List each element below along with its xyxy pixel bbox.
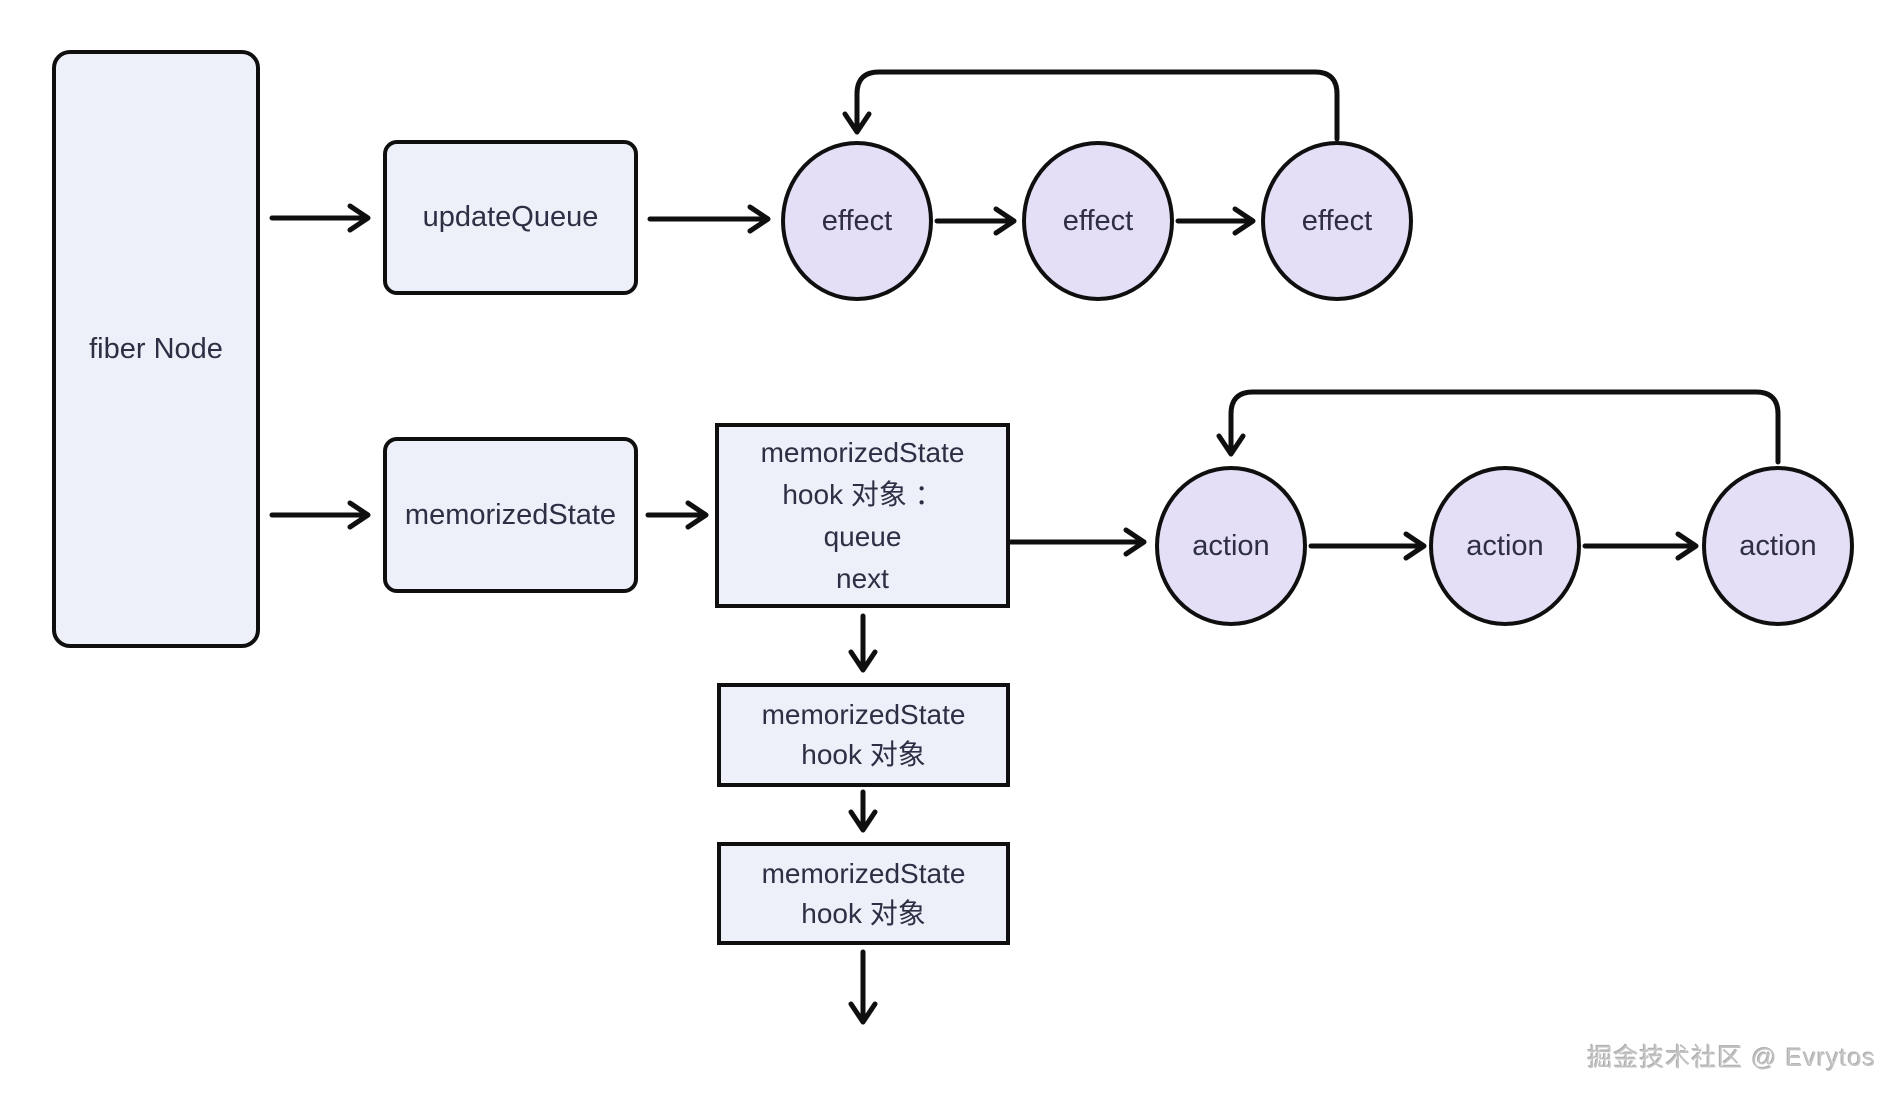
action-node-3: action: [1702, 466, 1854, 626]
action-label: action: [1192, 529, 1270, 562]
effect-label: effect: [821, 204, 893, 237]
memorized-state-label: memorizedState: [404, 498, 617, 531]
fiber-node-box: fiber Node: [52, 50, 260, 648]
arrow-action1-to-action2: [1308, 531, 1427, 561]
hook-object-box: memorizedState hook 对象 ： queue next: [715, 423, 1010, 608]
arrow-effect2-to-effect3: [1175, 206, 1256, 236]
fiber-node-label: fiber Node: [89, 332, 223, 365]
effect-label: effect: [1062, 204, 1134, 237]
hook-object-queue-field: queue: [823, 520, 902, 552]
watermark-text: 掘金技术社区 @ Evrytos: [1587, 1044, 1876, 1072]
update-queue-label: updateQueue: [422, 201, 599, 233]
hook-object-box-3: memorizedState hook 对象: [717, 842, 1010, 945]
hook-object-3-line: hook 对象: [801, 897, 926, 929]
memorized-state-box: memorizedState: [383, 437, 638, 593]
action-label: action: [1466, 529, 1544, 562]
action-node-1: action: [1155, 466, 1307, 626]
arrow-hookobject2-to-hookobject3: [848, 789, 878, 833]
hook-object-line: hook 对象 ：: [782, 478, 943, 510]
hook-object-next-field: next: [836, 562, 889, 594]
arrow-updatequeue-to-effect1: [647, 204, 771, 234]
arrow-action3-loop-to-action1: [1216, 389, 1781, 465]
hook-object-line: memorizedState: [760, 436, 965, 468]
arrow-effect3-loop-to-effect1: [842, 69, 1340, 142]
action-node-2: action: [1429, 466, 1581, 626]
effect-node-3: effect: [1261, 141, 1413, 301]
arrow-fiber-to-updatequeue: [269, 203, 371, 233]
arrow-action2-to-action3: [1582, 531, 1699, 561]
hook-object-box-2: memorizedState hook 对象: [717, 683, 1010, 787]
effect-label: effect: [1301, 204, 1373, 237]
arrow-fiber-to-memorizedstate: [269, 500, 371, 530]
effect-node-1: effect: [781, 141, 933, 301]
hook-object-3-line: memorizedState: [761, 857, 966, 889]
hook-object-2-line: hook 对象: [801, 739, 926, 770]
arrow-hookobject3-down: [848, 949, 878, 1025]
arrow-hookobject-to-hookobject2: [848, 613, 878, 673]
effect-node-2: effect: [1022, 141, 1174, 301]
action-label: action: [1739, 529, 1817, 562]
hook-object-2-line: memorizedState: [761, 699, 966, 730]
arrow-memorizedstate-to-hookobject: [645, 500, 709, 530]
arrow-effect1-to-effect2: [934, 206, 1017, 236]
update-queue-box: updateQueue: [383, 140, 638, 295]
